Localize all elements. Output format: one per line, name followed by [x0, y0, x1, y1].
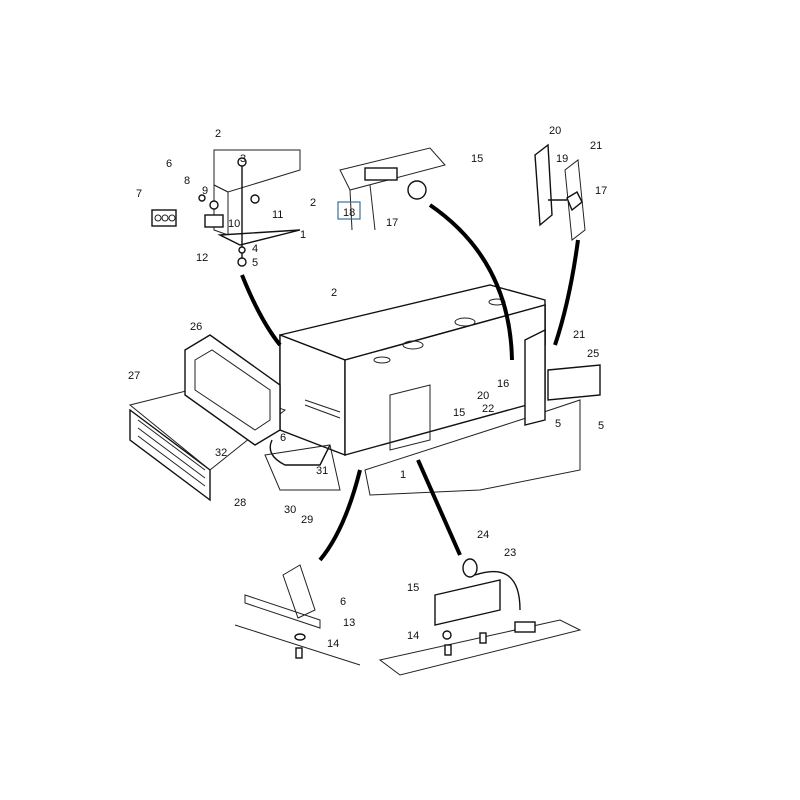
- callout-27: 27: [128, 370, 140, 382]
- callout-8: 8: [184, 175, 190, 187]
- callout-28: 28: [234, 497, 246, 509]
- callout-20: 20: [549, 125, 561, 137]
- callout-22: 22: [482, 403, 494, 415]
- callout-5: 5: [598, 420, 604, 432]
- callout-19: 19: [556, 153, 568, 165]
- callout-16: 16: [497, 378, 509, 390]
- arrow-inset-bracket: [416, 459, 462, 556]
- callout-5: 5: [252, 257, 258, 269]
- inset-hood-hinge: [234, 564, 361, 666]
- callout-2: 2: [331, 287, 337, 299]
- callout-31: 31: [316, 465, 328, 477]
- arrow-inset-reflector: [553, 239, 580, 346]
- inset-lamp: [339, 147, 446, 231]
- inset-bracket: [378, 558, 582, 676]
- callout-12: 12: [196, 252, 208, 264]
- callout-5: 5: [555, 418, 561, 430]
- callout-9: 9: [202, 185, 208, 197]
- callout-25: 25: [587, 348, 599, 360]
- callout-29: 29: [301, 514, 313, 526]
- callout-21: 21: [573, 329, 585, 341]
- callout-32: 32: [215, 447, 227, 459]
- callout-4: 4: [252, 243, 258, 255]
- callout-11: 11: [272, 209, 283, 221]
- callout-30: 30: [284, 504, 296, 516]
- callout-15: 15: [471, 153, 483, 165]
- callout-20: 20: [477, 390, 489, 402]
- hood-assembly: [279, 284, 601, 496]
- callout-6: 6: [340, 596, 346, 608]
- callout-24: 24: [477, 529, 489, 541]
- callout-14: 14: [407, 630, 419, 642]
- callout-3: 3: [240, 153, 246, 165]
- callout-26: 26: [190, 321, 202, 333]
- callout-1: 1: [300, 229, 306, 241]
- callout-15: 15: [407, 582, 419, 594]
- arrow-inset-hinge: [318, 469, 362, 562]
- grille-and-guard: [128, 334, 341, 502]
- callout-6: 6: [280, 432, 286, 444]
- highlight-box: [337, 201, 361, 220]
- callout-17: 17: [386, 217, 398, 229]
- assembly-arrows: [240, 203, 580, 562]
- callout-6: 6: [166, 158, 172, 170]
- arrow-inset-light: [240, 274, 282, 347]
- callout-17: 17: [595, 185, 607, 197]
- arrow-inset-lamp: [428, 203, 514, 361]
- callout-7: 7: [136, 188, 142, 200]
- callout-23: 23: [504, 547, 516, 559]
- callout-15: 15: [453, 407, 465, 419]
- callout-1: 1: [400, 469, 406, 481]
- callout-2: 2: [215, 128, 221, 140]
- callout-21: 21: [590, 140, 602, 152]
- callout-2: 2: [310, 197, 316, 209]
- inset-reflector: [534, 143, 586, 241]
- inset-light-mount: [151, 149, 301, 267]
- callout-18: 18: [343, 207, 355, 219]
- callout-10: 10: [228, 218, 240, 230]
- callout-14: 14: [327, 638, 339, 650]
- callout-labels: 2368971011112451521817201921172262721251…: [128, 125, 607, 650]
- callout-13: 13: [343, 617, 355, 629]
